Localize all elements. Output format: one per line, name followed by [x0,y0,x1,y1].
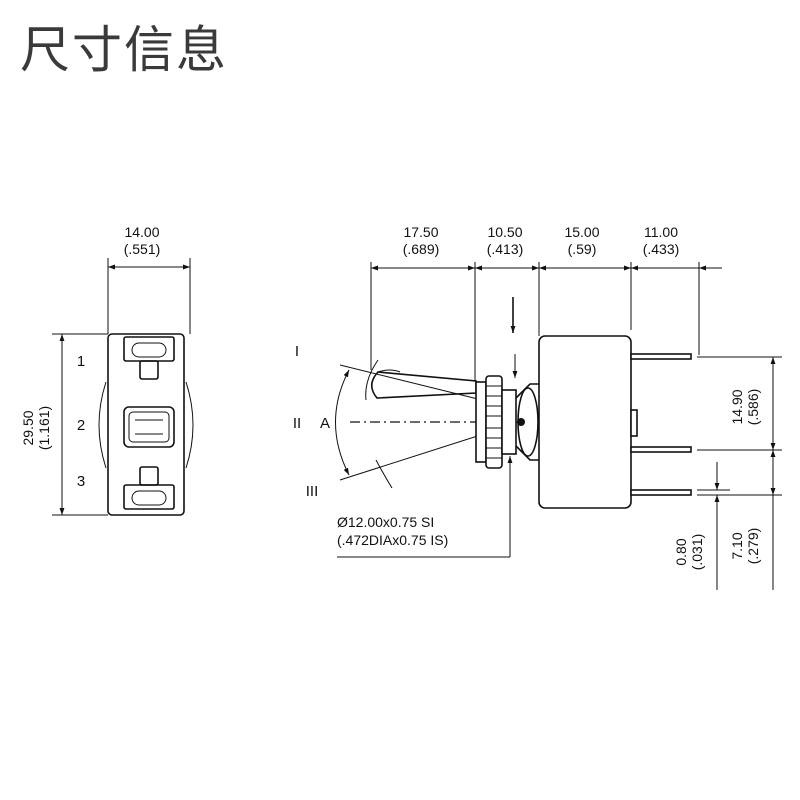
terminal-bottom [123,466,175,510]
angle-label: A [320,415,330,432]
dim-d-in: (.433) [643,241,680,257]
pin-middle [630,446,692,453]
thread-spec-mm: Ø12.00x0.75 SI [337,514,434,530]
dim-b-mm: 10.50 [487,224,522,240]
terminal-label-3: 3 [77,473,85,490]
front-height-in: (1.161) [36,406,52,450]
front-width-in: (.551) [124,241,161,257]
terminal-label-2: 2 [77,417,85,434]
pin-bottom [630,489,692,496]
terminal-middle [123,406,175,448]
knurled-nut [485,375,503,469]
dim-c-mm: 15.00 [564,224,599,240]
dim-f-in: (.031) [689,534,705,571]
position-label-3: III [306,483,319,500]
front-width-mm: 14.00 [124,224,159,240]
dim-b-in: (.413) [487,241,524,257]
dim-e-mm: 14.90 [729,389,745,424]
angle-arc [335,369,350,476]
thread-spec-in: (.472DIAx0.75 IS) [337,532,448,548]
dim-c-in: (.59) [568,241,597,257]
dim-e-in: (.586) [745,389,761,426]
terminal-label-1: 1 [77,353,85,370]
dim-d-mm: 11.00 [644,224,678,240]
body-tab [630,409,638,437]
front-bushing-left [98,381,107,469]
pin-top [630,353,692,360]
terminal-top [123,336,175,380]
front-view: 14.00 (.551) 29.50 (1.161) 1 2 3 [20,224,194,516]
toggle-lever [370,371,477,399]
dim-a-in: (.689) [403,241,440,257]
dim-f-mm: 0.80 [673,538,689,565]
dim-g-mm: 7.10 [729,532,745,559]
side-view: 17.50 (.689) 10.50 (.413) 15.00 (.59) 11… [293,224,782,590]
page-title: 尺寸信息 [20,21,228,79]
front-height-mm: 29.50 [20,410,36,445]
front-bushing-right [185,381,194,469]
position-label-1: I [295,343,299,360]
dim-a-mm: 17.50 [403,224,438,240]
switch-body [538,335,632,509]
position-label-2: II [293,415,301,432]
threaded-bushing [501,389,517,455]
dim-g-in: (.279) [745,528,761,565]
bushing-washer [475,381,487,463]
